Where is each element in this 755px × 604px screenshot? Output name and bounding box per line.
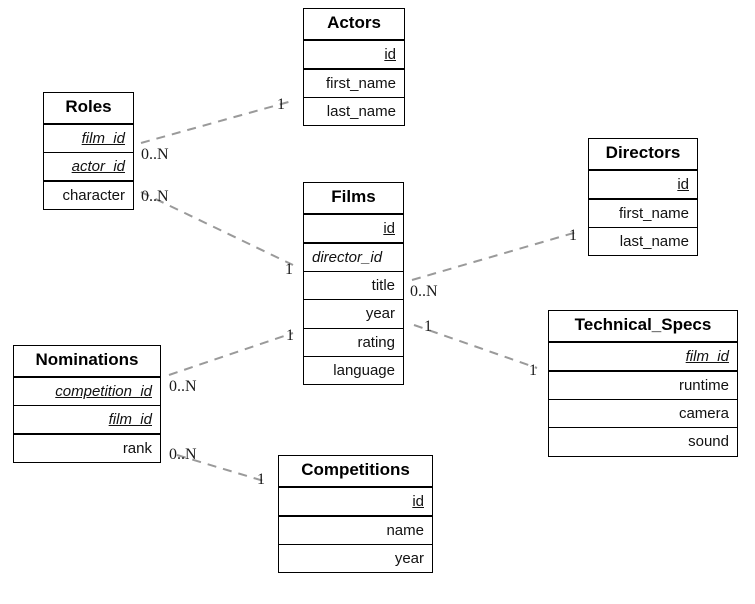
attribute-label: first_name xyxy=(618,204,689,222)
cardinality-nominations-competitions-from: 0..N xyxy=(169,446,197,463)
relationship-line-films-directors xyxy=(411,231,578,281)
attribute-row-actors-first_name[interactable]: first_name xyxy=(304,69,404,99)
attribute-row-competitions-id[interactable]: id xyxy=(279,487,432,517)
entity-table-competitions[interactable]: Competitions id name year xyxy=(278,455,433,574)
attribute-row-roles-film_id[interactable]: film_id xyxy=(44,124,133,153)
attribute-label: id xyxy=(412,492,424,510)
attribute-label: name xyxy=(386,521,424,539)
attribute-row-nominations-competition_id[interactable]: competition_id xyxy=(14,377,160,406)
entity-table-roles[interactable]: Roles film_id actor_id character xyxy=(43,92,134,211)
relationship-line-roles-films xyxy=(140,191,294,266)
attribute-label: title xyxy=(371,277,395,295)
attribute-row-films-title[interactable]: title xyxy=(304,272,403,301)
attribute-label: camera xyxy=(678,405,729,423)
relationship-line-nominations-films xyxy=(168,332,294,376)
entity-title-technical_specs: Technical_Specs xyxy=(549,311,737,343)
attribute-row-technical_specs-runtime[interactable]: runtime xyxy=(549,371,737,401)
attribute-label: year xyxy=(394,550,424,568)
attribute-label: year xyxy=(365,305,395,323)
attribute-label: film_id xyxy=(81,129,125,147)
attribute-row-films-director_id[interactable]: director_id xyxy=(304,243,403,273)
attribute-label: character xyxy=(62,187,125,205)
attribute-label: actor_id xyxy=(71,157,125,175)
entity-title-directors: Directors xyxy=(589,139,697,171)
entity-table-actors[interactable]: Actors id first_name last_name xyxy=(303,8,405,127)
attribute-label: last_name xyxy=(326,103,396,121)
attribute-row-actors-id[interactable]: id xyxy=(304,40,404,70)
attribute-label: director_id xyxy=(312,248,383,266)
attribute-label: film_id xyxy=(108,410,152,428)
attribute-row-roles-actor_id[interactable]: actor_id xyxy=(44,152,133,183)
attribute-row-nominations-film_id[interactable]: film_id xyxy=(14,405,160,436)
attribute-row-technical_specs-sound[interactable]: sound xyxy=(549,428,737,456)
relationship-line-roles-actors xyxy=(140,100,293,144)
attribute-label: id xyxy=(383,219,395,237)
relationship-line-films-technical_specs xyxy=(413,324,538,369)
entity-title-films: Films xyxy=(304,183,403,215)
attribute-row-nominations-rank[interactable]: rank xyxy=(14,435,160,463)
attribute-label: sound xyxy=(688,433,729,451)
attribute-label: runtime xyxy=(678,376,729,394)
cardinality-films-directors-from: 0..N xyxy=(410,283,438,300)
cardinality-nominations-films-to: 1 xyxy=(286,327,294,344)
attribute-row-competitions-name[interactable]: name xyxy=(279,516,432,546)
attribute-label: rank xyxy=(122,440,152,458)
cardinality-roles-films-to: 1 xyxy=(285,261,293,278)
attribute-row-directors-last_name[interactable]: last_name xyxy=(589,228,697,256)
entity-title-competitions: Competitions xyxy=(279,456,432,488)
attribute-row-films-rating[interactable]: rating xyxy=(304,328,403,357)
attribute-label: language xyxy=(333,361,395,379)
attribute-row-directors-first_name[interactable]: first_name xyxy=(589,199,697,229)
cardinality-nominations-films-from: 0..N xyxy=(169,378,197,395)
attribute-row-films-language[interactable]: language xyxy=(304,356,403,385)
attribute-label: competition_id xyxy=(55,382,152,400)
attribute-label: id xyxy=(677,175,689,193)
cardinality-films-technical_specs-to: 1 xyxy=(529,362,537,379)
cardinality-roles-actors-to: 1 xyxy=(277,96,285,113)
attribute-label: id xyxy=(384,45,396,63)
attribute-label: film_id xyxy=(685,347,729,365)
attribute-row-films-year[interactable]: year xyxy=(304,300,403,329)
cardinality-nominations-competitions-to: 1 xyxy=(257,471,265,488)
cardinality-films-technical_specs-from: 1 xyxy=(424,318,432,335)
cardinality-roles-actors-from: 0..N xyxy=(141,146,169,163)
cardinality-roles-films-from: 0..N xyxy=(141,188,169,205)
attribute-row-directors-id[interactable]: id xyxy=(589,170,697,200)
entity-title-roles: Roles xyxy=(44,93,133,125)
attribute-row-films-id[interactable]: id xyxy=(304,214,403,244)
attribute-label: last_name xyxy=(619,233,689,251)
attribute-row-competitions-year[interactable]: year xyxy=(279,545,432,573)
attribute-row-actors-last_name[interactable]: last_name xyxy=(304,98,404,126)
attribute-row-technical_specs-camera[interactable]: camera xyxy=(549,400,737,429)
cardinality-films-directors-to: 1 xyxy=(569,227,577,244)
entity-table-directors[interactable]: Directors id first_name last_name xyxy=(588,138,698,257)
entity-title-nominations: Nominations xyxy=(14,346,160,378)
attribute-row-roles-character[interactable]: character xyxy=(44,182,133,210)
attribute-row-technical_specs-film_id[interactable]: film_id xyxy=(549,342,737,372)
entity-title-actors: Actors xyxy=(304,9,404,41)
attribute-label: first_name xyxy=(325,74,396,92)
attribute-label: rating xyxy=(357,333,395,351)
